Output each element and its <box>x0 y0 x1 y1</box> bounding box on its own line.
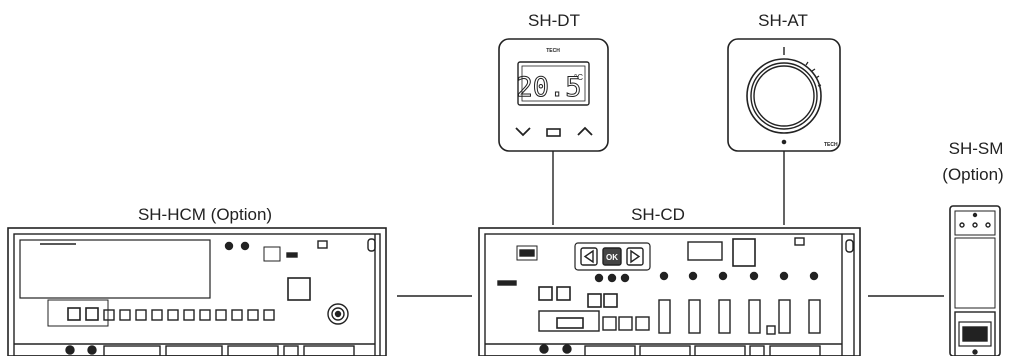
sh-sm-device <box>949 205 1001 356</box>
sh-dt-display-value: 20.5 <box>516 72 581 103</box>
right-arrow-button[interactable] <box>626 247 644 266</box>
sh-hcm-label: SH-HCM (Option) <box>137 205 273 224</box>
sh-dt-unit: °C <box>574 73 583 82</box>
ok-button[interactable] <box>602 247 622 266</box>
down-chevron-icon[interactable] <box>515 127 531 137</box>
left-arrow-button[interactable] <box>580 247 598 266</box>
sh-dt-brand: TECH <box>546 48 560 54</box>
sh-sm-option-label: (Option) <box>942 165 1004 184</box>
sh-at-brand: TECH <box>824 142 838 148</box>
sh-cd-label: SH-CD <box>631 205 685 224</box>
sh-at-device: TECH <box>727 38 841 152</box>
sh-at-dial[interactable] <box>746 58 822 134</box>
sh-at-label: SH-AT <box>758 11 808 30</box>
sh-cd-button-panel <box>574 242 651 271</box>
sh-sm-label: SH-SM <box>948 139 1004 158</box>
sh-hcm-device <box>7 227 387 356</box>
ok-button-label: OK <box>606 253 618 262</box>
up-chevron-icon[interactable] <box>577 126 593 136</box>
menu-button-icon[interactable] <box>546 128 561 137</box>
sh-dt-device: TECH 20.5 °C <box>498 38 609 152</box>
sh-dt-label: SH-DT <box>528 11 580 30</box>
sh-cd-device: OK <box>478 227 861 356</box>
